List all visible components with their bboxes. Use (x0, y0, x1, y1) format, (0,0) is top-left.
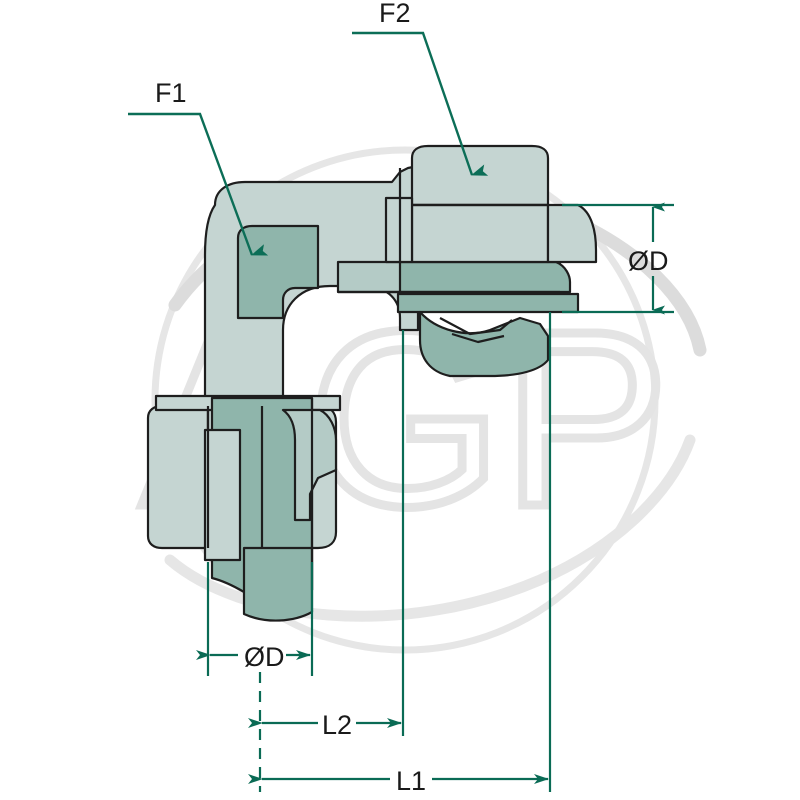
horizontal-tube-band (398, 260, 572, 294)
vertical-port-shoulder (281, 408, 338, 522)
label-f1: F1 (155, 78, 187, 108)
label-f2: F2 (379, 0, 411, 28)
upper-hex-nut-top (410, 144, 550, 207)
ferrule-detail-1 (439, 317, 513, 336)
callout-leaders (128, 31, 489, 256)
label-diameter-right: ØD (628, 246, 669, 276)
horizontal-tube-flange (396, 292, 580, 314)
upper-hex-nut-right-chamfer (546, 203, 598, 264)
label-diameter-bottom: ØD (244, 642, 285, 672)
dimension-diameter-right (562, 202, 674, 315)
elbow-fitting-assembly (146, 144, 598, 622)
ferrule-ring (418, 310, 550, 378)
vertical-tube-stem (242, 546, 314, 622)
f2-leader-line (352, 31, 489, 176)
upper-hex-nut-body (410, 203, 550, 264)
bottom-hex-nut-left (146, 404, 210, 550)
label-l1: L1 (396, 766, 426, 796)
bottom-extension-lines (206, 312, 552, 792)
ferrule-detail-2 (451, 332, 505, 344)
f1-leader-line (128, 112, 269, 256)
body-lower-skirt (203, 428, 242, 562)
label-l2: L2 (322, 710, 352, 740)
